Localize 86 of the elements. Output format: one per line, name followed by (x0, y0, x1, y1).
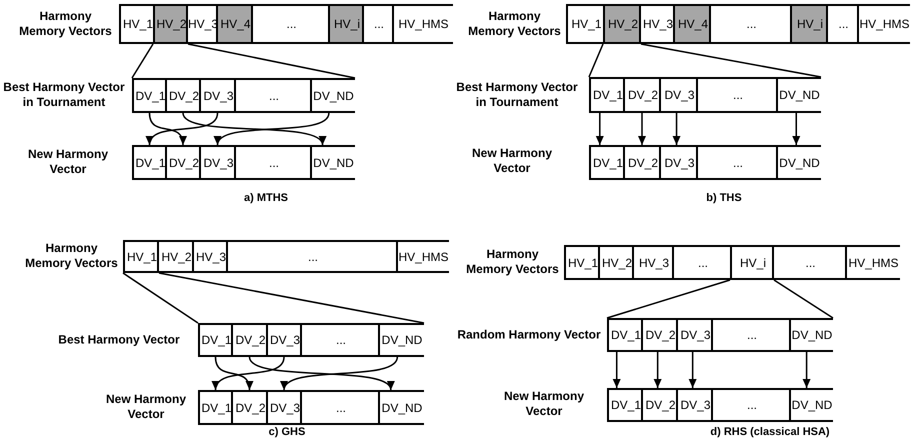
arrow (283, 356, 398, 390)
vector-bar (198, 323, 424, 357)
vector-element: HV_2 (603, 6, 641, 42)
vector-element: HV_HMS (845, 247, 900, 278)
vector-element: HV_HMS (392, 6, 453, 42)
vector-element: HV_2 (157, 242, 194, 271)
arrow (688, 352, 697, 388)
connector-line (131, 44, 154, 78)
arrow (148, 112, 186, 146)
arrow (182, 112, 324, 146)
vector-bar (589, 145, 821, 180)
vector-bar (132, 145, 355, 180)
connector-line (774, 279, 834, 319)
row-label: New Harmony Vector (26, 147, 110, 177)
vector-element: DV_3 (676, 320, 713, 350)
panel-caption: d) RHS (classical HSA) (710, 424, 830, 440)
vector-element: HV_3 (192, 242, 228, 271)
row-label: Harmony Memory Vectors (18, 9, 113, 39)
vector-bar (132, 78, 355, 113)
vector-bar (123, 240, 449, 273)
vector-bar (566, 4, 910, 44)
vector-element: HV_2 (598, 247, 634, 278)
vector-element: HV_3 (639, 6, 675, 42)
arrow (248, 356, 392, 390)
connector-line (640, 43, 822, 78)
arrow (148, 112, 218, 146)
connector-line (122, 272, 198, 324)
vector-element: DV_ND (378, 325, 424, 355)
connector-line (606, 279, 730, 319)
row-label: Random Harmony Vector (456, 328, 602, 342)
connector-line (158, 272, 424, 324)
arrow (214, 356, 252, 390)
row-label: Harmony Memory Vectors (467, 9, 562, 39)
connector-line (588, 44, 604, 78)
vector-bar (198, 390, 424, 425)
connector-line (188, 43, 356, 79)
row-label: New Harmony Vector (502, 389, 586, 419)
vector-element: DV_ND (776, 79, 821, 111)
vector-element: DV_3 (199, 80, 236, 111)
vector-element: DV_ND (789, 320, 833, 350)
vector-element: DV_2 (641, 390, 678, 420)
vector-element: DV_2 (231, 325, 268, 355)
panel-caption: c) GHS (268, 424, 306, 440)
vector-bar (564, 245, 900, 280)
row-label: New Harmony Vector (104, 392, 188, 422)
vector-bar (589, 77, 821, 113)
arrow (638, 113, 646, 145)
vector-element: DV_2 (641, 320, 678, 350)
row-label: Best Harmony Vector (57, 332, 181, 348)
vector-bar (607, 388, 833, 422)
vector-element: HV_HMS (396, 242, 449, 271)
vector-element: DV_ND (378, 392, 424, 423)
vector-element: DV_ND (789, 390, 833, 420)
arrow (802, 352, 811, 388)
arrow (596, 113, 604, 145)
vector-element: DV_ND (776, 147, 821, 178)
vector-element: HV_i (790, 6, 828, 42)
panel-caption: a) MTHS (244, 190, 288, 206)
vector-element: DV_ND (310, 147, 355, 178)
vector-element: HV_4 (216, 6, 253, 42)
vector-element: HV_i (328, 6, 364, 42)
row-label: Best Harmony Vector in Tournament (2, 80, 126, 110)
row-label: New Harmony Vector (470, 146, 554, 176)
vector-element: DV_3 (676, 390, 713, 420)
row-label: Harmony Memory Vectors (465, 247, 560, 277)
panel-caption: b) THS (706, 190, 742, 206)
arrow (672, 113, 681, 145)
arrow (612, 352, 621, 388)
vector-element: DV_3 (266, 325, 302, 355)
arrow (216, 112, 330, 146)
vector-bar (607, 318, 833, 352)
vector-element: DV_3 (266, 392, 302, 423)
vector-element: HV_HMS (857, 6, 910, 42)
arrow (214, 356, 285, 390)
vector-element: HV_2 (153, 6, 188, 42)
vector-element: DV_2 (231, 392, 268, 423)
arrow (654, 352, 662, 388)
row-label: Best Harmony Vector in Tournament (455, 80, 579, 110)
vector-element: DV_3 (199, 147, 236, 178)
arrow (792, 113, 800, 145)
vector-bar (119, 4, 453, 44)
vector-element: DV_ND (310, 80, 355, 111)
vector-element: DV_2 (165, 147, 201, 178)
vector-element: HV_4 (673, 6, 711, 42)
row-label: Harmony Memory Vectors (24, 241, 119, 271)
vector-element: DV_2 (165, 80, 201, 111)
